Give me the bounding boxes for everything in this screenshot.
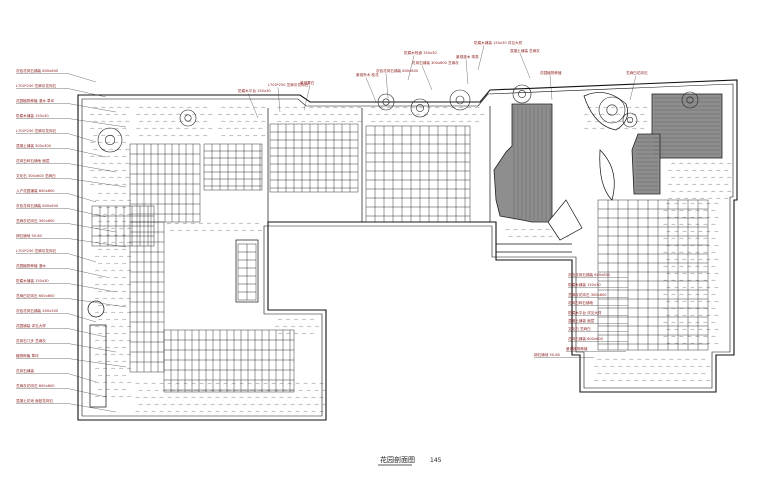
- annotation-left-label: 芝麻灰花岗石 600x600: [16, 383, 55, 388]
- annotation-left-label: 卵石铺地 50-80: [16, 233, 43, 238]
- annotation-left-label: 芝麻白花岗石 600x600: [16, 293, 55, 298]
- annotation-left-label: 混凝土花池 面贴花岗石: [16, 398, 53, 403]
- annotation-right-label: 卵石铺地 50-80: [534, 352, 561, 357]
- annotation-top-label: 花岗石铺装 300x600 芝麻灰: [412, 60, 459, 65]
- annotation-right-label: 景观植物种植: [566, 346, 588, 351]
- interior-lines: [87, 92, 628, 408]
- tree-symbols: [97, 84, 699, 153]
- annotations-right: 灰色花岗石铺装 600x600 防腐木铺装 150x30 芝麻灰花岗石 300x60…: [534, 272, 611, 357]
- plan-outline: [77, 79, 738, 421]
- annotation-left-label: 防腐木铺装 150x30: [16, 278, 49, 283]
- annotation-top-label: 花园植物种植: [540, 70, 562, 75]
- deck-plank-lines: [513, 97, 720, 220]
- annotation-left-label: 花岗石铺装: [16, 368, 34, 373]
- annotation-left-label: L700*250 芝麻灰花岗石: [16, 83, 57, 88]
- annotation-top-label: 防腐木栈道 150x30: [404, 50, 437, 55]
- annotation-left-label: 灰色花岗石铺装 300x300: [16, 308, 59, 313]
- annotation-right-label: 防腐木平台 详见大样: [568, 310, 602, 315]
- annotation-left-label: 花园植物种植 灌木: [16, 263, 46, 268]
- annotation-left-label: 花园植物种植 灌木 草坪: [16, 98, 55, 103]
- annotation-left-label: 入户花园铺装 600x600: [16, 188, 55, 193]
- annotation-top-label: 芝麻白花岗石: [626, 70, 648, 75]
- annotation-left-label: 植物种植 草坪: [16, 353, 39, 358]
- annotation-top-label: 景观置石: [300, 80, 315, 85]
- annotation-top-label: 景观灌木 球类: [456, 54, 479, 59]
- annotation-top-label: 灰色花岗石铺装 600x600: [376, 68, 419, 73]
- annotation-right-label: 花岗石碎石铺地: [568, 300, 594, 305]
- annotation-right-label: 花岗石铺装 600x600: [568, 336, 604, 341]
- page-number: 145: [430, 457, 442, 464]
- annotation-left-label: 混凝土铺装 300x300: [16, 143, 52, 148]
- deck-right-strip: [631, 133, 661, 195]
- drawing-title: 花园剖面图: [380, 455, 415, 464]
- annotation-right-label: 灰色花岗石铺装 600x600: [568, 272, 611, 277]
- annotation-left-label: 花岗石碎石铺地 面层: [16, 158, 50, 163]
- annotation-leaders: [16, 45, 637, 413]
- annotation-left-label: 花园铺装 详见大样: [16, 323, 46, 328]
- annotation-left-label: 芝麻灰花岗石 300x600: [16, 218, 55, 223]
- paving-grids: [91, 123, 709, 393]
- annotation-left-label: L700*250 芝麻灰花岗石: [16, 128, 57, 133]
- annotation-top-label: L700*250 芝麻灰花岗石: [268, 82, 309, 87]
- curved-deck-center: [493, 103, 553, 223]
- annotation-top-label: 防腐木平台 150x30: [238, 88, 271, 93]
- annotation-left-label: 防腐木铺装 150x30: [16, 113, 49, 118]
- annotation-top-label: 防腐木铺装 150x30 详见大样: [474, 40, 523, 45]
- annotation-right-label: 防腐木铺装 150x30: [568, 282, 601, 287]
- annotation-left-label: 文化石 300x600 芝麻白: [16, 173, 56, 178]
- annotation-right-label: 混凝土铺装 面层: [568, 318, 595, 323]
- annotation-left-label: 灰色花岗石铺装 600x600: [16, 203, 59, 208]
- annotation-right-label: 文化石 芝麻白: [568, 326, 591, 331]
- annotation-top-label: 景观乔木 桂花: [356, 72, 379, 77]
- planting-areas: [90, 106, 732, 413]
- annotation-right-label: 芝麻灰花岗石 300x600: [568, 292, 607, 297]
- annotation-left-label: L700*250 芝麻灰花岗石: [16, 248, 57, 253]
- annotation-top-label: 混凝土铺装 芝麻灰: [510, 48, 540, 53]
- annotation-left-label: 花岗石汀步 芝麻灰: [16, 338, 46, 343]
- annotation-left-label: 灰色花岗石铺装 600x600: [16, 68, 59, 73]
